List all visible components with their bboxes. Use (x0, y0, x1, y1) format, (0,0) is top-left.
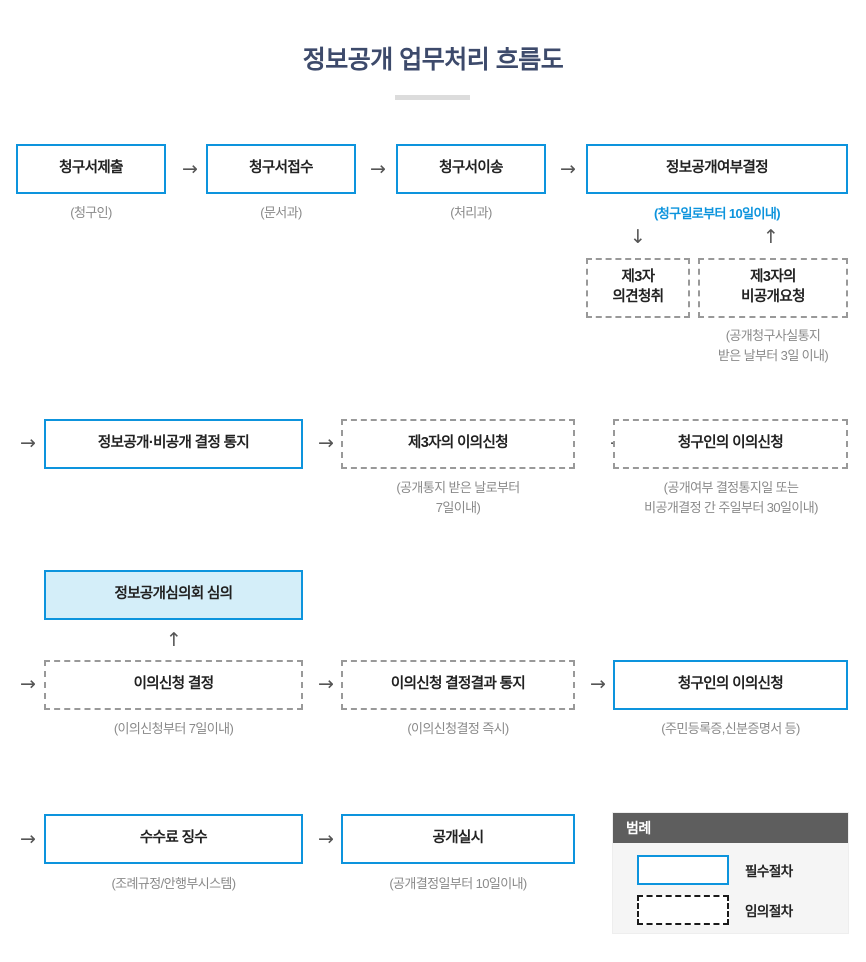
node-objection-decision[interactable]: 이의신청 결정 (44, 660, 303, 710)
node-claim-receipt[interactable]: 청구서접수 (206, 144, 356, 194)
caption-third-party-objection: (공개통지 받은 날로부터 7일이내) (396, 480, 520, 516)
node-objection-result-notice[interactable]: 이의신청 결정결과 통지 (341, 660, 575, 710)
caption-claim-submission: (청구인) (70, 205, 112, 220)
arrow-right-icon: → (370, 158, 386, 180)
arrow-up-icon: ↑ (166, 629, 182, 651)
node-fee-collection[interactable]: 수수료 징수 (44, 814, 303, 864)
node-claim-transfer[interactable]: 청구서이송 (396, 144, 546, 194)
arrow-right-icon: → (20, 828, 36, 850)
node-disclosure-decision[interactable]: 정보공개여부결정 (586, 144, 848, 194)
node-disclosure-execution[interactable]: 공개실시 (341, 814, 575, 864)
legend: 범례 필수절차 임의절차 (612, 812, 849, 934)
legend-header: 범례 (613, 813, 848, 843)
arrow-right-icon: → (318, 673, 334, 695)
arrow-right-icon: → (590, 673, 606, 695)
title-divider (395, 95, 470, 100)
node-deliberation-committee[interactable]: 정보공개심의회 심의 (44, 570, 303, 620)
caption-disclosure-decision: (청구일로부터 10일이내) (654, 206, 781, 221)
legend-swatch-dashed (637, 895, 729, 925)
arrow-right-icon: → (318, 828, 334, 850)
caption-claimant-objection-2: (주민등록증,신분증명서 등) (661, 721, 800, 736)
caption-claim-receipt: (문서과) (260, 205, 302, 220)
node-claimant-objection-2[interactable]: 청구인의 이의신청 (613, 660, 848, 710)
caption-objection-decision: (이의신청부터 7일이내) (113, 721, 234, 736)
legend-label-required: 필수절차 (745, 864, 793, 879)
caption-fee-collection: (조례규정/안행부시스템) (111, 876, 236, 891)
caption-third-party-nondisclosure-request: (공개청구사실통지 받은 날부터 3일 이내) (717, 328, 829, 364)
arrow-right-icon: → (318, 432, 334, 454)
caption-claimant-objection: (공개여부 결정통지일 또는 비공개결정 간 주일부터 30일이내) (644, 480, 818, 516)
node-claimant-objection[interactable]: 청구인의 이의신청 (613, 419, 848, 469)
node-third-party-objection[interactable]: 제3자의 이의신청 (341, 419, 575, 469)
caption-disclosure-execution: (공개결정일부터 10일이내) (389, 876, 527, 891)
page-title: 정보공개 업무처리 흐름도 (302, 46, 564, 74)
legend-item-optional: 임의절차 (637, 895, 793, 925)
node-third-party-opinion[interactable]: 제3자 의견청취 (586, 258, 690, 318)
arrow-right-icon: → (182, 158, 198, 180)
arrow-right-icon: → (560, 158, 576, 180)
legend-swatch-solid (637, 855, 729, 885)
node-claim-submission[interactable]: 청구서제출 (16, 144, 166, 194)
arrow-up-icon: ↑ (763, 226, 779, 248)
caption-objection-result-notice: (이의신청결정 즉시) (407, 721, 509, 736)
legend-item-required: 필수절차 (637, 855, 793, 885)
arrow-down-icon: ↓ (630, 226, 646, 248)
arrow-right-icon: → (20, 432, 36, 454)
legend-label-optional: 임의절차 (745, 904, 793, 919)
caption-claim-transfer: (처리과) (450, 205, 492, 220)
arrow-right-icon: → (20, 673, 36, 695)
node-third-party-nondisclosure-request[interactable]: 제3자의 비공개요청 (698, 258, 848, 318)
node-decision-notice[interactable]: 정보공개·비공개 결정 통지 (44, 419, 303, 469)
